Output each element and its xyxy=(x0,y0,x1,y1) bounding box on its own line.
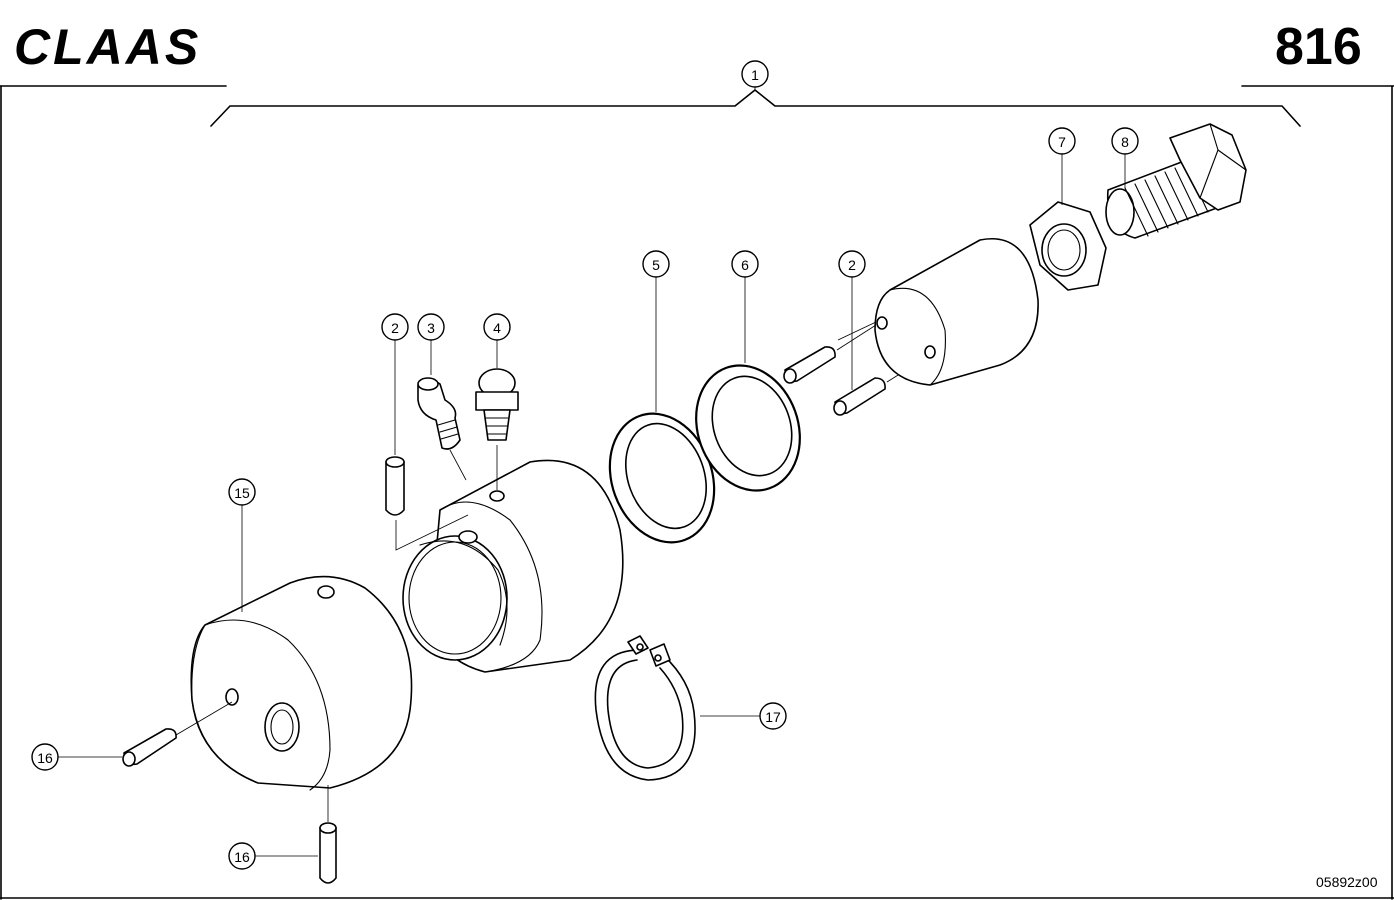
svg-text:1: 1 xyxy=(751,67,759,83)
callout-17: 17 xyxy=(759,702,787,730)
drawing-number: 05892z00 xyxy=(1316,874,1378,890)
svg-text:16: 16 xyxy=(37,750,53,766)
svg-text:8: 8 xyxy=(1121,134,1129,150)
leader-lines xyxy=(58,87,1126,857)
dowel-pin-part-16-horizontal xyxy=(122,701,233,767)
svg-text:17: 17 xyxy=(765,709,781,725)
callout-8: 8 xyxy=(1111,127,1139,155)
page-number: 816 xyxy=(1275,18,1362,76)
end-cap-part-15 xyxy=(190,575,413,791)
svg-text:16: 16 xyxy=(234,849,250,865)
svg-text:3: 3 xyxy=(427,320,435,336)
hex-bolt-part-8 xyxy=(1105,123,1247,239)
seal-ring-part-5 xyxy=(608,412,716,544)
callout-3: 3 xyxy=(417,313,445,341)
svg-text:4: 4 xyxy=(493,320,501,336)
callout-16-left: 16 xyxy=(31,743,59,771)
svg-text:2: 2 xyxy=(391,320,399,336)
dowel-pin-part-16-vertical xyxy=(319,785,337,884)
callout-7: 7 xyxy=(1048,127,1076,155)
svg-text:2: 2 xyxy=(848,257,856,273)
callout-16-bottom: 16 xyxy=(228,842,256,870)
callout-4: 4 xyxy=(483,313,511,341)
callout-2-cylinder: 2 xyxy=(838,250,866,278)
svg-text:5: 5 xyxy=(652,257,660,273)
assembly-bracket xyxy=(210,89,1301,127)
hex-nut-part-7 xyxy=(1029,201,1107,291)
grease-nipple-part-4 xyxy=(475,368,519,490)
dowel-pin-part-2-housing xyxy=(385,456,405,516)
seal-ring-part-6 xyxy=(695,364,801,492)
cylinder-body xyxy=(874,238,1039,386)
callout-5: 5 xyxy=(642,250,670,278)
svg-text:7: 7 xyxy=(1058,134,1066,150)
svg-text:15: 15 xyxy=(234,485,250,501)
main-housing xyxy=(395,459,624,673)
page-frame xyxy=(0,85,1394,900)
claas-logo: CLAAS xyxy=(14,19,201,75)
fitting-part-3 xyxy=(417,377,467,481)
callout-6: 6 xyxy=(731,250,759,278)
callout-15: 15 xyxy=(228,478,256,506)
svg-text:6: 6 xyxy=(741,257,749,273)
dowel-pin-part-2-lower xyxy=(833,354,931,416)
callout-1: 1 xyxy=(741,60,769,88)
dowel-pin-part-2-upper xyxy=(783,324,877,384)
circlip-part-17 xyxy=(594,635,696,781)
callout-2-housing: 2 xyxy=(381,313,409,341)
